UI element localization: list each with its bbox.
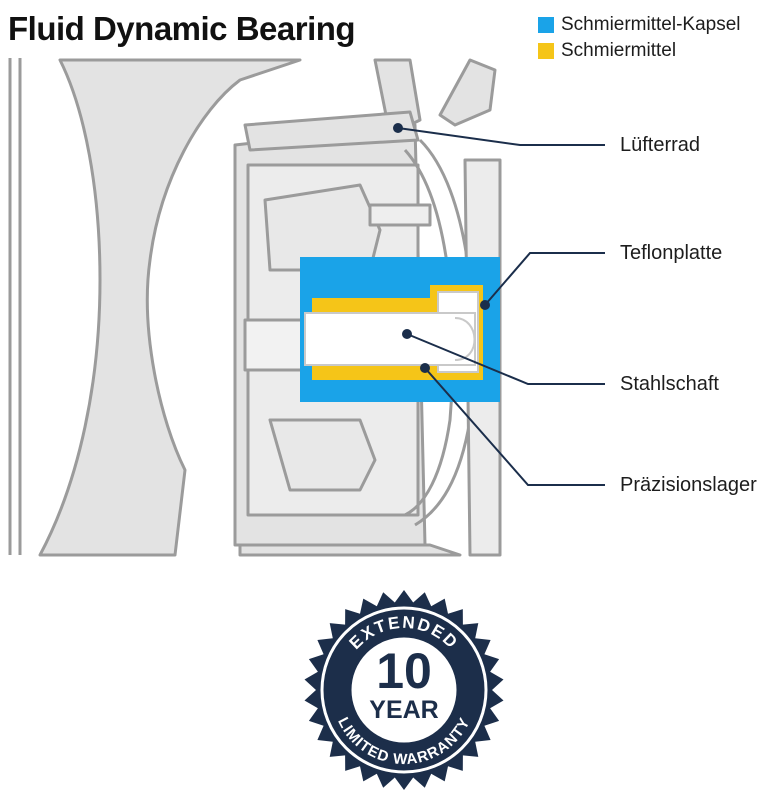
legend-swatch-lubricant (538, 43, 554, 59)
fan-rotor-bar (243, 110, 420, 152)
legend-label-lubricant: Schmiermittel (561, 40, 677, 61)
legend-item-capsule: Schmiermittel-Kapsel (538, 12, 741, 38)
seal-unit: YEAR (369, 696, 438, 724)
legend-item-lubricant: Schmiermittel (538, 38, 741, 64)
callout-dots (393, 123, 490, 373)
callout-praezisionslager: Präzisionslager (620, 474, 757, 496)
callout-lines (397, 127, 605, 486)
warranty-seal: EXTENDED LIMITED WARRANTY 10 YEAR (304, 590, 504, 790)
bearing-assembly (300, 257, 500, 402)
fan-cross-section (8, 58, 502, 557)
callout-luefterrad: Lüfterrad (620, 134, 701, 156)
steel-shaft (304, 312, 476, 366)
fan-blade (38, 58, 302, 557)
seal-number: 10 (376, 643, 432, 699)
callout-teflonplatte: Teflonplatte (620, 242, 723, 264)
legend: Schmiermittel-Kapsel Schmiermittel (538, 12, 741, 64)
callout-stahlschaft: Stahlschaft (620, 373, 719, 395)
legend-label-capsule: Schmiermittel-Kapsel (561, 14, 741, 35)
page-title: Fluid Dynamic Bearing (8, 10, 356, 47)
legend-swatch-capsule (538, 17, 554, 33)
